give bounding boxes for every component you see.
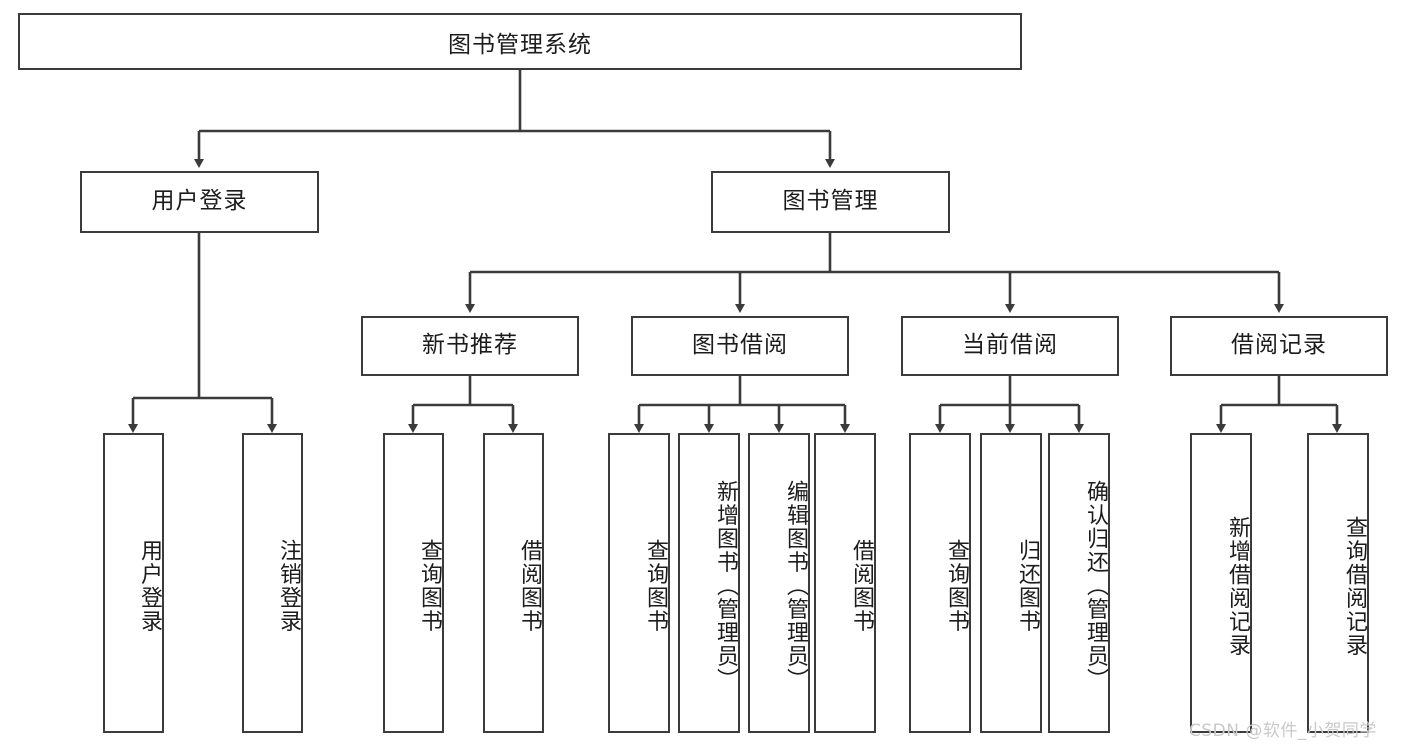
node-label: 新增借阅记录 (1225, 515, 1250, 657)
node-label: 查询图书 (944, 539, 969, 633)
node-new-book-recommend[interactable]: 新书推荐 (361, 316, 579, 376)
leaf-current-confirm-return[interactable]: 确认归还（管理员） (1048, 433, 1110, 733)
node-label: 查询图书 (643, 539, 668, 633)
node-label: 用户登录 (137, 539, 162, 633)
leaf-current-return-book[interactable]: 归还图书 (980, 433, 1042, 733)
leaf-record-add-record[interactable]: 新增借阅记录 (1190, 433, 1252, 733)
leaf-borrow-borrow-book[interactable]: 借阅图书 (814, 433, 876, 733)
node-root-system[interactable]: 图书管理系统 (18, 13, 1022, 70)
node-label: 查询图书 (417, 539, 442, 633)
node-user-login[interactable]: 用户登录 (80, 171, 319, 233)
node-label: 编辑图书（管理员） (783, 480, 808, 692)
node-label: 确认归还（管理员） (1083, 480, 1108, 692)
leaf-current-query-book[interactable]: 查询图书 (909, 433, 971, 733)
leaf-record-query-record[interactable]: 查询借阅记录 (1307, 433, 1369, 733)
node-book-management[interactable]: 图书管理 (711, 171, 950, 233)
leaf-borrow-query-book[interactable]: 查询图书 (608, 433, 670, 733)
node-label: 当前借阅 (962, 332, 1058, 359)
node-label: 归还图书 (1015, 539, 1040, 633)
node-borrow-record[interactable]: 借阅记录 (1170, 316, 1388, 376)
node-label: 注销登录 (276, 539, 301, 633)
node-label: 图书管理 (782, 188, 879, 215)
leaf-borrow-add-book[interactable]: 新增图书（管理员） (678, 433, 740, 733)
node-current-borrow[interactable]: 当前借阅 (901, 316, 1119, 376)
node-label: 图书管理系统 (448, 31, 592, 58)
node-label: 借阅图书 (849, 539, 874, 633)
leaf-recommend-query-book[interactable]: 查询图书 (383, 433, 444, 733)
node-label: 新书推荐 (422, 332, 518, 359)
leaf-user-login-login[interactable]: 用户登录 (103, 433, 164, 733)
leaf-user-login-logout[interactable]: 注销登录 (242, 433, 303, 733)
node-book-borrow[interactable]: 图书借阅 (631, 316, 849, 376)
leaf-borrow-edit-book[interactable]: 编辑图书（管理员） (748, 433, 810, 733)
leaf-recommend-borrow-book[interactable]: 借阅图书 (483, 433, 544, 733)
watermark-csdn: CSDN @软件_小贺同学 (1189, 721, 1377, 741)
node-label: 借阅记录 (1231, 332, 1327, 359)
node-label: 用户登录 (151, 188, 248, 215)
node-label: 新增图书（管理员） (713, 480, 738, 692)
node-label: 查询借阅记录 (1342, 515, 1367, 657)
node-label: 借阅图书 (517, 539, 542, 633)
node-label: 图书借阅 (692, 332, 788, 359)
